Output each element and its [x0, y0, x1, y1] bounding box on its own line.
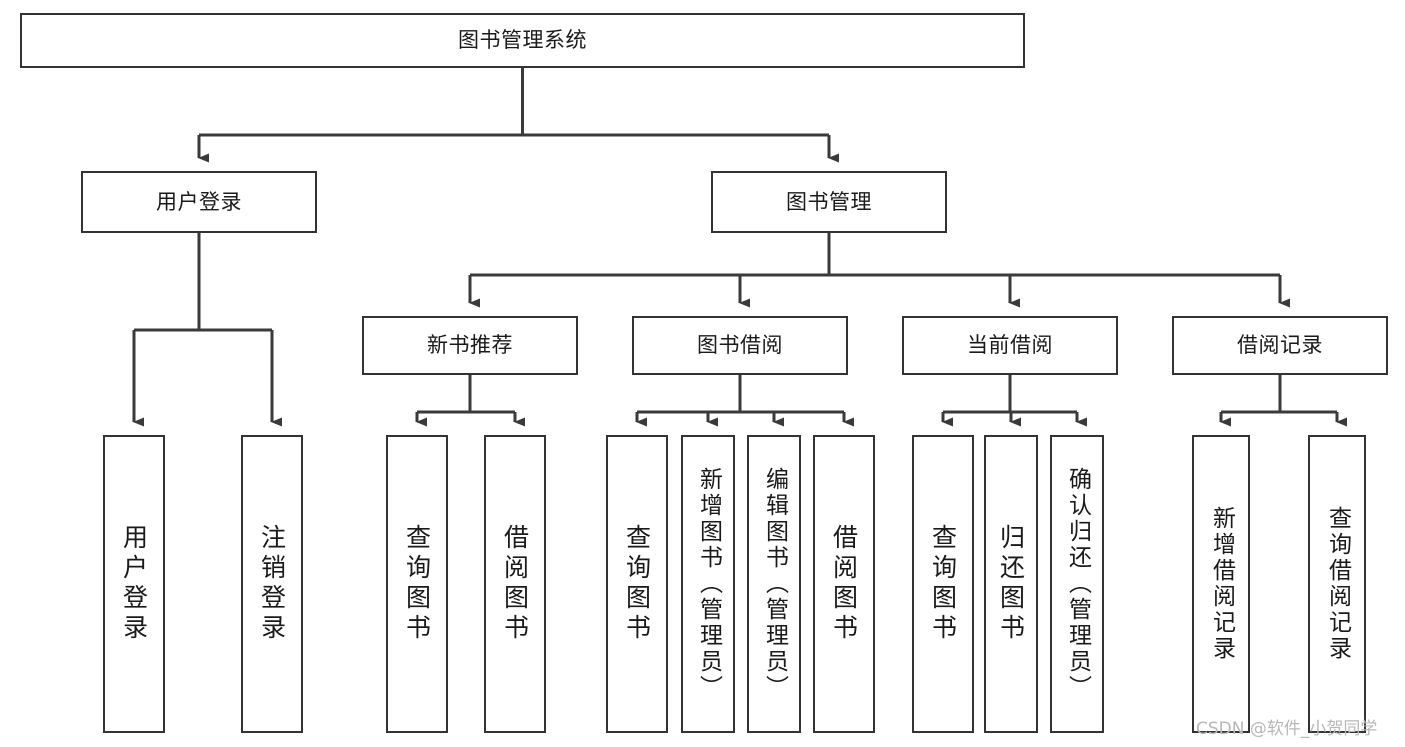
- node-leaf-confirm-return-admin[interactable]: 确认归还（管理员）: [1050, 435, 1104, 733]
- node-leaf-query-book-borrow[interactable]: 查询图书: [606, 435, 668, 733]
- node-book-borrow[interactable]: 图书借阅: [632, 316, 848, 375]
- node-leaf-borrow-book[interactable]: 借阅图书: [813, 435, 875, 733]
- node-leaf-return-book[interactable]: 归还图书: [984, 435, 1038, 733]
- node-label-leaf-edit-book-admin: 编辑图书（管理员）: [761, 467, 788, 701]
- node-current-borrow[interactable]: 当前借阅: [902, 316, 1118, 375]
- node-label-new-book-recommend: 新书推荐: [427, 333, 513, 358]
- node-label-leaf-query-book-current: 查询图书: [928, 524, 958, 644]
- node-label-leaf-borrow-book: 借阅图书: [829, 524, 859, 644]
- node-label-book-management: 图书管理: [786, 189, 872, 214]
- node-label-user-login: 用户登录: [156, 189, 242, 214]
- node-label-leaf-add-borrow-record: 新增借阅记录: [1208, 506, 1235, 662]
- node-label-leaf-borrow-book-recommend: 借阅图书: [500, 524, 530, 644]
- node-book-management[interactable]: 图书管理: [711, 171, 947, 233]
- node-leaf-edit-book-admin[interactable]: 编辑图书（管理员）: [747, 435, 801, 733]
- node-label-root: 图书管理系统: [458, 28, 587, 53]
- node-label-leaf-query-book-recommend: 查询图书: [402, 524, 432, 644]
- node-label-leaf-return-book: 归还图书: [996, 524, 1026, 644]
- node-label-leaf-logout-login: 注销登录: [257, 524, 287, 644]
- node-label-leaf-query-book-borrow: 查询图书: [622, 524, 652, 644]
- node-root[interactable]: 图书管理系统: [20, 13, 1025, 68]
- node-leaf-query-book-recommend[interactable]: 查询图书: [386, 435, 448, 733]
- node-label-book-borrow: 图书借阅: [697, 333, 783, 358]
- node-leaf-query-book-current[interactable]: 查询图书: [912, 435, 974, 733]
- node-label-leaf-user-login: 用户登录: [119, 524, 149, 644]
- node-user-login[interactable]: 用户登录: [81, 171, 317, 233]
- node-label-current-borrow: 当前借阅: [967, 333, 1053, 358]
- node-leaf-user-login[interactable]: 用户登录: [103, 435, 165, 733]
- node-leaf-add-book-admin[interactable]: 新增图书（管理员）: [681, 435, 735, 733]
- node-label-leaf-query-borrow-record: 查询借阅记录: [1324, 506, 1351, 662]
- node-leaf-logout-login[interactable]: 注销登录: [241, 435, 303, 733]
- node-leaf-borrow-book-recommend[interactable]: 借阅图书: [484, 435, 546, 733]
- node-leaf-query-borrow-record[interactable]: 查询借阅记录: [1308, 435, 1366, 733]
- watermark-text: CSDN @软件_小贺同学: [1196, 719, 1378, 739]
- node-leaf-add-borrow-record[interactable]: 新增借阅记录: [1192, 435, 1250, 733]
- node-label-leaf-add-book-admin: 新增图书（管理员）: [695, 467, 722, 701]
- node-new-book-recommend[interactable]: 新书推荐: [362, 316, 578, 375]
- node-label-borrow-records: 借阅记录: [1237, 333, 1323, 358]
- node-label-leaf-confirm-return-admin: 确认归还（管理员）: [1064, 467, 1091, 701]
- node-borrow-records[interactable]: 借阅记录: [1172, 316, 1388, 375]
